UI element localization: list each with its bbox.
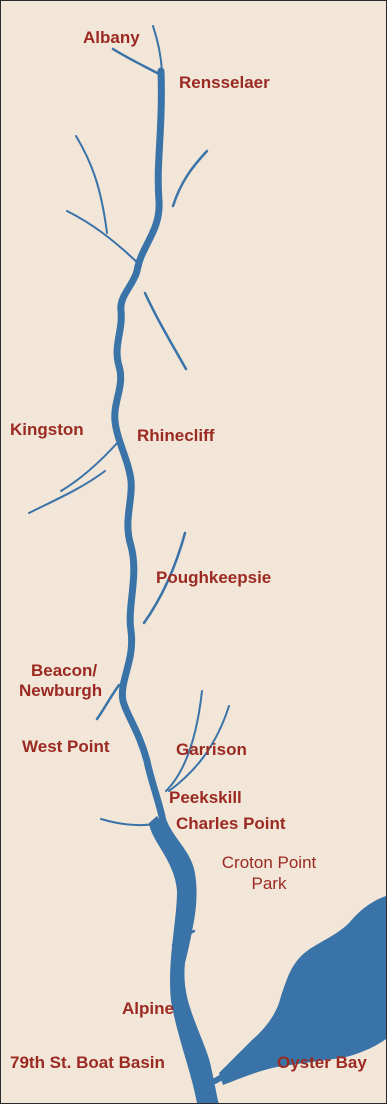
label-boat-basin: 79th St. Boat Basin — [10, 1053, 165, 1072]
label-charles-point: Charles Point — [176, 814, 286, 833]
tributary-albany — [111, 47, 163, 77]
long-island-sound — [219, 896, 386, 1085]
tributary-north — [152, 25, 163, 72]
label-west-point: West Point — [22, 737, 110, 756]
east-river — [212, 1060, 274, 1084]
tributary-garrison-1 — [165, 690, 203, 792]
tributary-west-1 — [75, 135, 108, 234]
label-alpine: Alpine — [122, 999, 174, 1018]
label-garrison: Garrison — [176, 740, 247, 759]
label-croton-point: Croton Point — [221, 853, 317, 872]
label-beacon: Beacon/ — [31, 661, 98, 680]
label-kingston: Kingston — [10, 420, 84, 439]
label-albany: Albany — [83, 28, 140, 47]
tributary-newburgh — [95, 683, 121, 721]
label-rhinecliff: Rhinecliff — [137, 426, 215, 445]
label-croton-park: Park — [251, 874, 287, 893]
tributary-kingston-1 — [60, 440, 120, 492]
tributary-kingston-2 — [28, 470, 106, 514]
label-oyster-bay: Oyster Bay — [277, 1053, 367, 1072]
tributary-garrison-2 — [168, 705, 230, 792]
label-peekskill: Peekskill — [169, 788, 242, 807]
tributary-poughkeepsie — [142, 531, 187, 625]
label-newburgh: Newburgh — [19, 681, 103, 700]
tributary-west-2 — [66, 210, 142, 267]
lower-river-widening — [149, 816, 215, 1103]
tributary-east-1 — [171, 149, 209, 208]
label-rensselaer: Rensselaer — [179, 73, 270, 92]
label-poughkeepsie: Poughkeepsie — [156, 568, 272, 587]
tributary-east-2 — [143, 291, 188, 371]
